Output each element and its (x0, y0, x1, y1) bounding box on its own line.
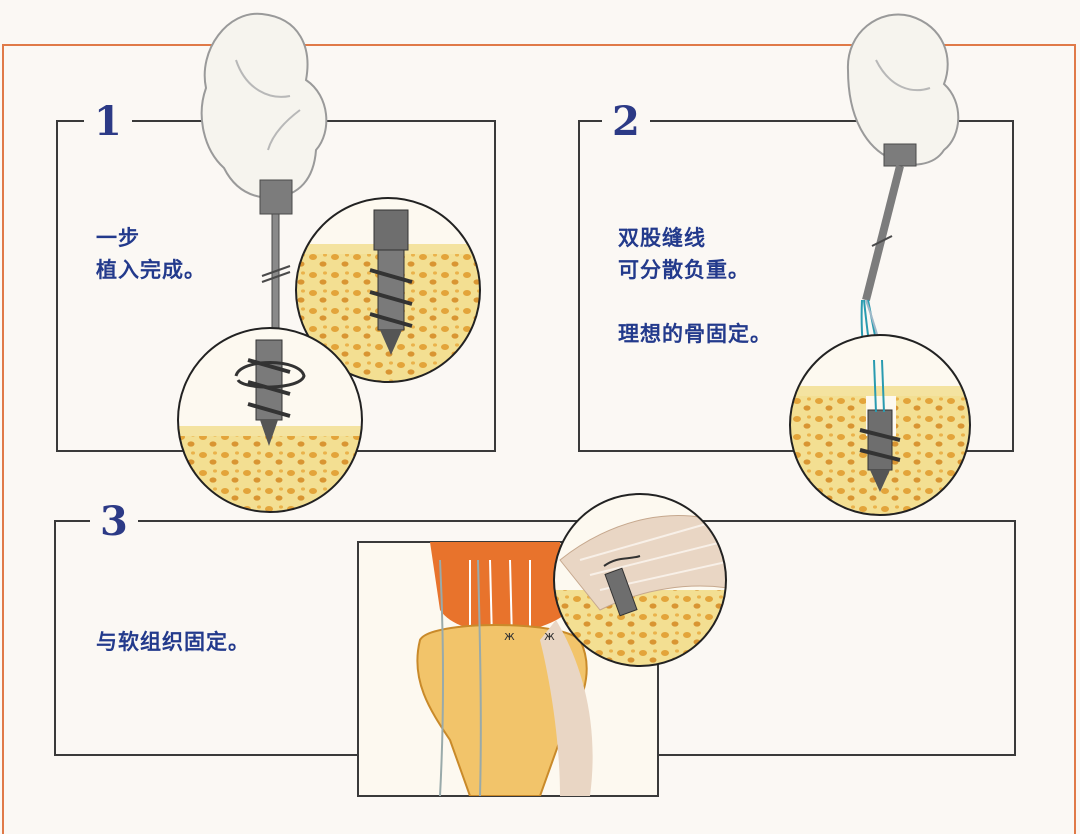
page-frame (2, 44, 1076, 834)
rotation-arrow-icon (234, 361, 306, 389)
knee-joint-icon: ж ж (357, 541, 659, 797)
step-3-caption: 与软组织固定。 (96, 630, 250, 654)
svg-text:ж: ж (504, 629, 515, 643)
step-2-number: 2 (602, 102, 650, 142)
screwdriver-icon (862, 143, 917, 301)
glove-hand-icon (846, 13, 960, 166)
glove-hand-icon (200, 12, 328, 200)
step-3-number: 3 (90, 502, 138, 542)
bone-cross-section-1a (295, 197, 481, 383)
tendon-anchor-magnifier (553, 493, 727, 667)
bone-cross-section-2 (789, 334, 971, 516)
svg-text:ж: ж (544, 629, 555, 643)
step-1-number: 1 (84, 102, 132, 142)
step-2-caption: 双股缝线 可分散负重。 理想的骨固定。 (618, 226, 772, 346)
step-1-caption: 一步 植入完成。 (96, 226, 206, 282)
